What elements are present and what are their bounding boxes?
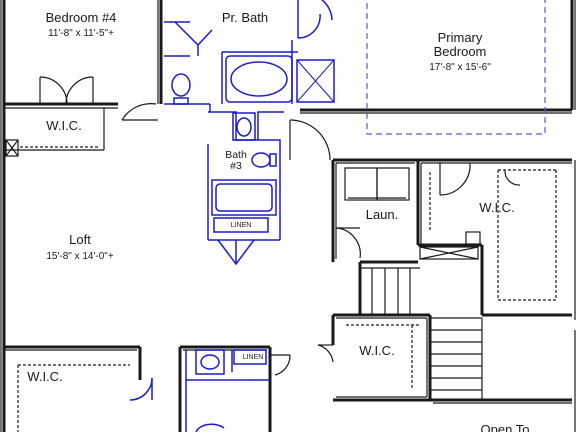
- bath-fixtures: [129, 0, 335, 432]
- stairs-lower: [430, 317, 483, 400]
- laundry-label: Laun.: [366, 207, 399, 222]
- bath3-label-line2: #3: [230, 160, 242, 172]
- primary-ceiling-outline: [366, 0, 546, 135]
- loft-dims: 15'-8" x 14'-0"+: [46, 251, 114, 262]
- wic-stair-label: W.I.C.: [359, 343, 394, 358]
- loft-label: Loft: [69, 232, 91, 247]
- pr-bath-label: Pr. Bath: [222, 10, 268, 25]
- lower-linen-label: LINEN: [243, 354, 264, 361]
- bath3-linen-label: LINEN: [231, 222, 252, 229]
- door-swings: [39, 76, 521, 376]
- bath3-label-line1: Bath: [225, 149, 247, 161]
- bedroom4-dims: 11'-8" x 11'-5"+: [48, 28, 114, 39]
- wic-bedroom4-label: W.I.C.: [46, 118, 81, 133]
- primary-bedroom-label-line1: Primary: [438, 30, 483, 45]
- stairs-upper: [360, 267, 420, 315]
- wic-primary-label: W.I.C.: [479, 200, 514, 215]
- bedroom4-label: Bedroom #4: [46, 10, 117, 25]
- open-to-label: Open To: [481, 422, 530, 432]
- primary-bedroom-label-line2: Bedroom: [434, 44, 487, 59]
- primary-bedroom-dims: 17'-8" x 15'-6": [429, 62, 491, 73]
- wic-lower-left-label: W.I.C.: [27, 369, 62, 384]
